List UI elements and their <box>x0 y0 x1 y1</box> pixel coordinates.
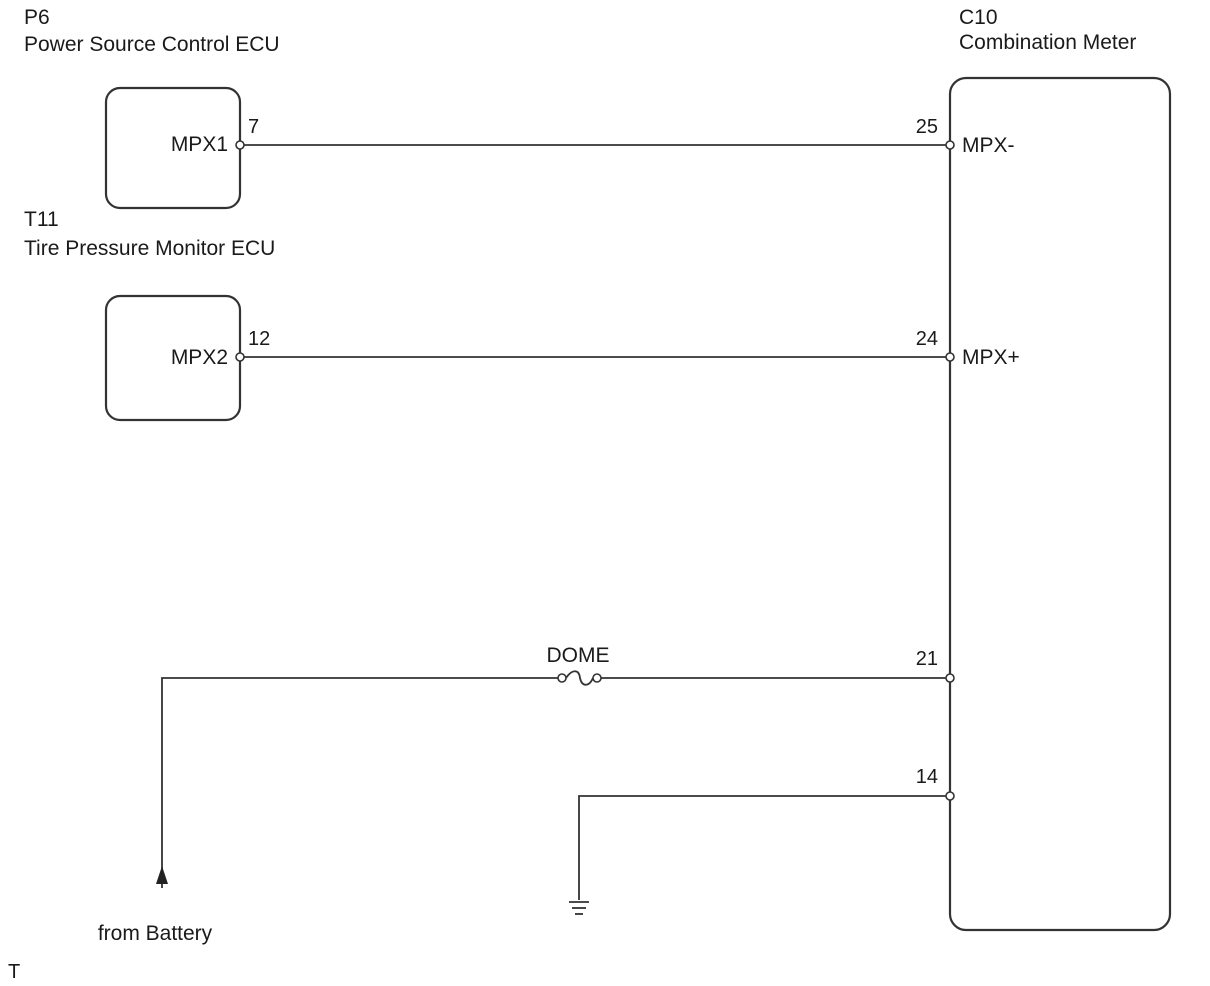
battery-label: from Battery <box>98 922 213 945</box>
p6-component: P6 Power Source Control ECU MPX1 7 <box>24 6 280 210</box>
c10-pin-14-number: 14 <box>916 766 938 788</box>
fuse-icon <box>557 670 602 686</box>
fuse-label: DOME <box>547 644 610 667</box>
p6-name: Power Source Control ECU <box>24 33 280 56</box>
p6-pin-number: 7 <box>248 116 259 138</box>
t11-pin-number: 12 <box>248 328 270 350</box>
terminal-circle-icon <box>945 140 955 150</box>
arrow-up-icon <box>156 866 168 884</box>
c10-pin-21-number: 21 <box>916 648 938 670</box>
terminal-circle-icon <box>945 673 955 683</box>
ground-icon <box>569 901 589 915</box>
wire-battery-to-fuse <box>161 677 558 888</box>
t11-component: T11 Tire Pressure Monitor ECU MPX2 12 <box>24 208 275 422</box>
terminal-circle-icon <box>945 791 955 801</box>
terminal-circle-icon <box>945 352 955 362</box>
terminal-circle-icon <box>235 140 245 150</box>
t11-code: T11 <box>24 208 59 231</box>
c10-pin-25-number: 25 <box>916 116 938 138</box>
c10-meter-box <box>948 76 1172 932</box>
c10-component: C10 Combination Meter 25 MPX- 24 MPX+ 21… <box>916 6 1172 932</box>
terminal-circle-icon <box>235 352 245 362</box>
t11-name: Tire Pressure Monitor ECU <box>24 237 275 260</box>
c10-name: Combination Meter <box>959 31 1136 54</box>
footer-mark: T <box>8 961 20 983</box>
c10-code: C10 <box>959 6 998 29</box>
c10-pin-24-name: MPX+ <box>962 346 1020 369</box>
wire-pin-14-to-ground <box>578 795 946 900</box>
c10-pin-24-number: 24 <box>916 328 938 350</box>
t11-pin-name: MPX2 <box>171 346 228 369</box>
p6-code: P6 <box>24 6 50 29</box>
p6-pin-name: MPX1 <box>171 133 228 156</box>
c10-pin-25-name: MPX- <box>962 134 1015 157</box>
